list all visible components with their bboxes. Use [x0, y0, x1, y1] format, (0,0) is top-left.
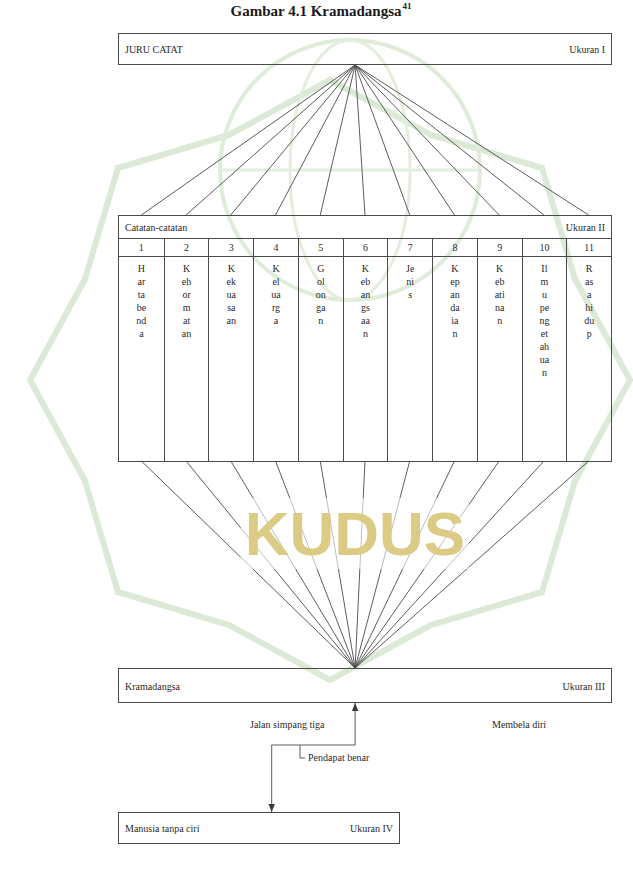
size-label: Ukuran I	[569, 44, 605, 55]
column-heading: Rasa hidup	[584, 262, 594, 340]
column-number: 10	[523, 239, 567, 257]
record-column: 10Ilmu pengetahuan	[522, 238, 567, 461]
box-label: JURU CATAT	[125, 44, 183, 55]
fan-line	[141, 65, 355, 215]
column-number: 11	[567, 239, 611, 257]
size-label: Ukuran IV	[350, 823, 393, 834]
column-heading: Jenis	[405, 262, 415, 301]
fan-line	[276, 65, 356, 215]
column-number: 1	[119, 239, 164, 257]
record-column: 8Kepandaian	[432, 238, 477, 461]
record-column: 2Kehormatan	[164, 238, 209, 461]
record-column: 5Golongan	[298, 238, 343, 461]
record-column: 6Kebangsaan	[343, 238, 388, 461]
watermark-star	[30, 80, 630, 680]
column-heading: Golongan	[316, 262, 326, 327]
column-heading: Ilmu pengetahuan	[539, 262, 549, 379]
record-column: 1Harta benda	[119, 238, 164, 461]
recorder-box: JURU CATAT Ukuran I	[118, 33, 612, 65]
box-label: Manusia tanpa ciri	[125, 823, 199, 834]
box-label: Catatan-catatan	[125, 222, 187, 233]
watermark-globe-equator	[220, 169, 480, 172]
record-column: 3Kekuasaan	[208, 238, 253, 461]
fan-line	[355, 65, 589, 215]
column-number: 4	[254, 239, 298, 257]
figure-title: Gambar 4.1 Kramadangsa	[231, 3, 402, 20]
column-heading: Kekuasaan	[226, 262, 236, 327]
fan-line	[231, 65, 355, 215]
path-label: Pendapat benar	[308, 752, 369, 763]
column-number: 8	[433, 239, 477, 257]
pendapat-stub	[300, 745, 305, 758]
column-number: 3	[209, 239, 253, 257]
fan-line	[355, 65, 544, 215]
size-label: Ukuran III	[563, 680, 605, 691]
footnote-number: 41	[402, 1, 411, 11]
watermark-text: KUDUS	[241, 498, 469, 569]
records-table: Catatan-catatanUkuran II1Harta benda2Keh…	[118, 215, 612, 462]
fan-line	[355, 65, 499, 215]
fan-line	[355, 65, 410, 215]
record-column: 4Keluarga	[253, 238, 298, 461]
box-label: Kramadangsa	[125, 680, 180, 691]
column-number: 6	[344, 239, 388, 257]
path-label: Membela diri	[492, 719, 546, 730]
column-number: 5	[299, 239, 343, 257]
kramadangsa-box: Kramadangsa Ukuran III	[118, 668, 612, 703]
watermark-globe	[220, 40, 480, 300]
column-heading: Kebatinan	[495, 262, 505, 327]
column-number: 9	[478, 239, 522, 257]
fan-line	[320, 65, 355, 215]
column-number: 2	[165, 239, 209, 257]
person-box: Manusia tanpa ciri Ukuran IV	[118, 812, 400, 844]
size-label: Ukuran II	[566, 222, 605, 233]
fan-line	[355, 65, 454, 215]
column-heading: Harta benda	[136, 262, 146, 340]
path-label: Jalan simpang tiga	[250, 719, 324, 730]
fan-line	[186, 65, 355, 215]
column-heading: Kepandaian	[450, 262, 460, 340]
record-column: 9Kebatinan	[477, 238, 522, 461]
record-column: 11Rasa hidup	[566, 238, 611, 461]
column-heading: Keluarga	[271, 262, 281, 327]
record-column: 7Jenis	[387, 238, 432, 461]
column-heading: Kebangsaan	[360, 262, 370, 340]
column-heading: Kehormatan	[182, 262, 192, 340]
column-number: 7	[388, 239, 432, 257]
